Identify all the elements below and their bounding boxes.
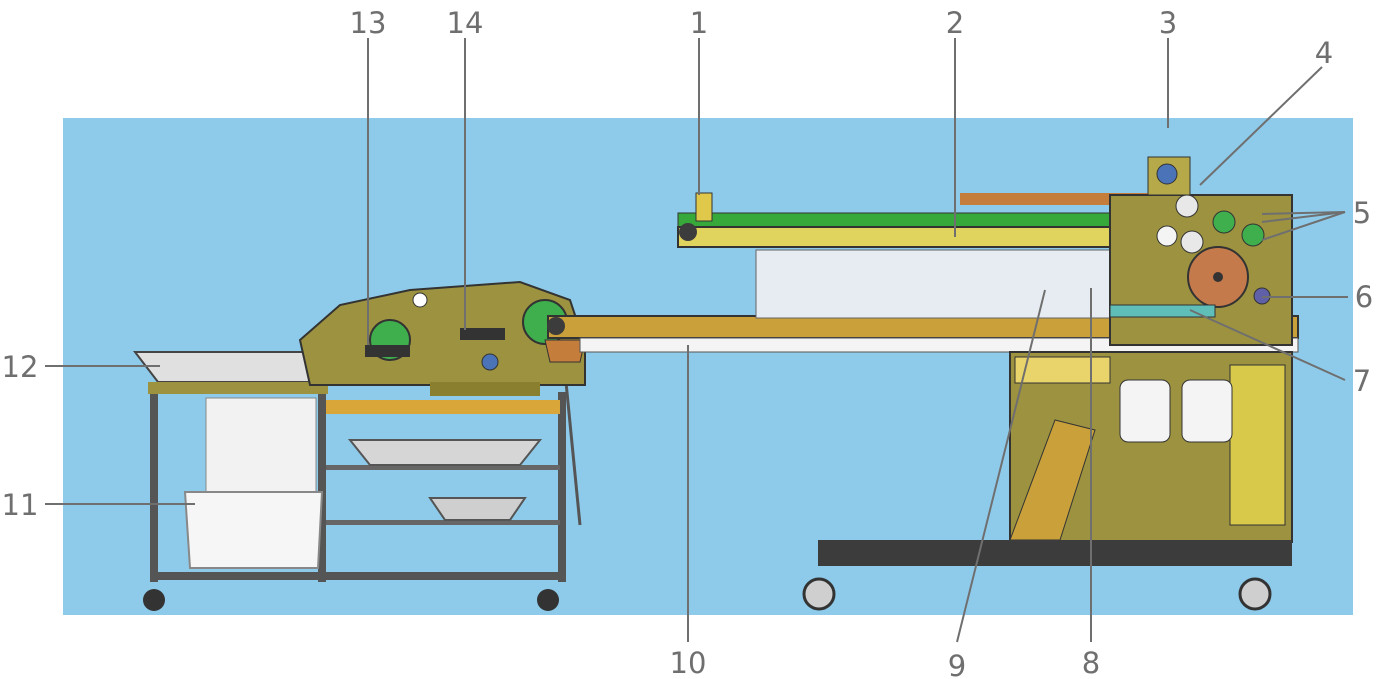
callout-3: 3 <box>1159 6 1177 40</box>
callout-10: 10 <box>670 646 707 679</box>
leader-line-5b <box>1261 211 1346 223</box>
leader-line-4 <box>1199 66 1323 186</box>
roller <box>1175 194 1199 218</box>
roller <box>1156 225 1178 247</box>
callout-6: 6 <box>1355 280 1373 314</box>
leader-lines <box>45 38 1348 643</box>
callout-1: 1 <box>690 6 708 40</box>
callout-2: 2 <box>946 6 964 40</box>
leader-line-5a <box>1261 211 1346 215</box>
collection-bin <box>205 397 317 499</box>
machine-base <box>818 540 1292 566</box>
leader-line-5c <box>1261 211 1346 241</box>
callout-4: 4 <box>1315 36 1333 70</box>
callout-8: 8 <box>1082 646 1100 679</box>
callout-12: 12 <box>2 350 39 384</box>
callout-7: 7 <box>1353 364 1371 398</box>
caster-wheel <box>537 589 559 611</box>
caster-wheel <box>1238 577 1272 611</box>
feed-cart <box>132 351 582 611</box>
callout-13: 13 <box>350 6 387 40</box>
leader-line-9 <box>956 289 1046 643</box>
callout-14: 14 <box>447 6 484 40</box>
roller <box>1212 210 1236 234</box>
callout-9: 9 <box>948 649 966 679</box>
waste-container <box>183 491 324 569</box>
caster-wheel <box>802 577 836 611</box>
callout-labels: 1 2 3 4 5 6 7 8 9 10 11 12 13 14 <box>2 6 1374 679</box>
callout-5: 5 <box>1353 196 1371 230</box>
caster-wheel <box>143 589 165 611</box>
callout-11: 11 <box>2 488 39 522</box>
roller <box>1241 223 1265 247</box>
infeed-tray <box>132 351 332 383</box>
leader-line-7 <box>1189 309 1346 381</box>
cutting-head <box>298 280 586 396</box>
main-body <box>802 156 1293 611</box>
roller <box>1180 230 1204 254</box>
guide-bar <box>1109 304 1216 318</box>
